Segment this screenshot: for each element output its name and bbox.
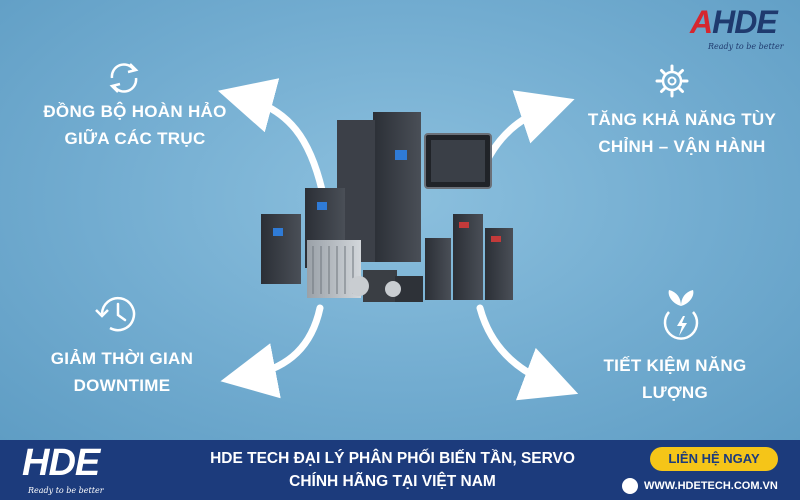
banner-line2: CHÍNH HÃNG TẠI VIỆT NAM <box>289 473 496 490</box>
feature-sync-line2: GIỮA CÁC TRỤC <box>64 129 206 148</box>
feature-downtime-line2: DOWNTIME <box>73 376 171 395</box>
hero-panel: AHDE Ready to be better ĐỒNG BỘ HOÀN HẢO… <box>0 0 800 440</box>
brand-logo-top[interactable]: AHDE Ready to be better <box>688 4 788 56</box>
feature-sync: ĐỒNG BỘ HOÀN HẢO GIỮA CÁC TRỤC <box>20 98 250 152</box>
clock-rewind-icon <box>95 296 136 332</box>
feature-sync-line1: ĐỒNG BỘ HOÀN HẢO <box>43 102 227 121</box>
feature-customize: TĂNG KHẢ NĂNG TÙY CHỈNH – VẬN HÀNH <box>562 106 800 160</box>
feature-energy-line1: TIẾT KIỆM NĂNG <box>603 356 747 375</box>
sync-icon <box>109 63 139 93</box>
arrow-top-left <box>217 78 326 194</box>
website-link[interactable]: WWW.HDETECH.COM.VN <box>622 476 778 496</box>
banner-headline: HDE TECH ĐẠI LÝ PHÂN PHỐI BIẾN TẦN, SERV… <box>160 447 625 493</box>
arrow-bottom-right <box>476 304 579 401</box>
logo-tagline: Ready to be better <box>708 42 784 51</box>
banner-line1: HDE TECH ĐẠI LÝ PHÂN PHỐI BIẾN TẦN, SERV… <box>210 450 575 467</box>
logo-mark: AHDE <box>690 4 778 40</box>
gear-icon <box>655 64 689 98</box>
feature-energy-line2: LƯỢNG <box>642 383 708 402</box>
product-illustration <box>261 112 513 302</box>
feature-energy: TIẾT KIỆM NĂNG LƯỢNG <box>575 352 775 406</box>
footer-banner: HDE Ready to be better HDE TECH ĐẠI LÝ P… <box>0 440 800 500</box>
footer-logo-tagline: Ready to be better <box>28 486 104 495</box>
website-url: WWW.HDETECH.COM.VN <box>644 480 778 492</box>
feature-downtime: GIẢM THỜI GIAN DOWNTIME <box>22 345 222 399</box>
arrow-bottom-left <box>220 304 324 399</box>
feature-downtime-line1: GIẢM THỜI GIAN <box>50 349 194 368</box>
leaf-energy-icon <box>663 290 699 340</box>
globe-icon <box>622 478 638 494</box>
contact-now-button[interactable]: LIÊN HỆ NGAY <box>650 447 778 471</box>
feature-customize-line1: TĂNG KHẢ NĂNG TÙY <box>587 110 777 129</box>
brand-logo-footer[interactable]: HDE Ready to be better <box>22 442 142 498</box>
footer-logo-mark: HDE <box>22 442 100 484</box>
feature-customize-line2: CHỈNH – VẬN HÀNH <box>598 137 766 156</box>
